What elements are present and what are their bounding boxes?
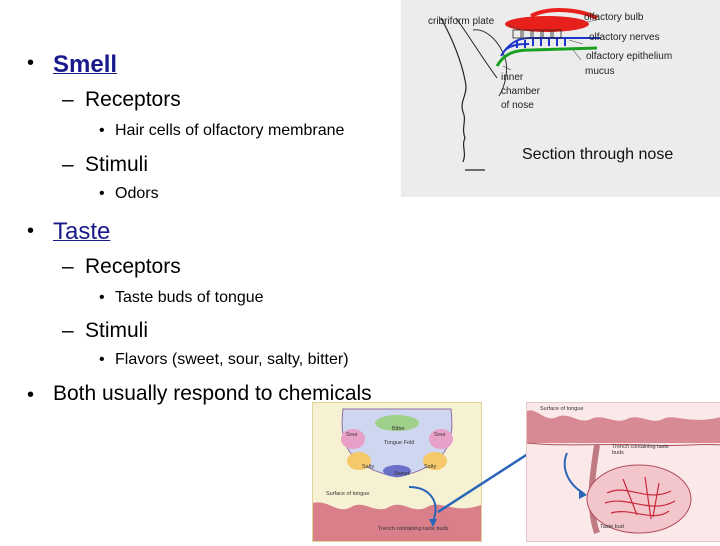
taste-receptors-label: Receptors xyxy=(85,255,181,278)
nose-section-svg xyxy=(440,8,601,171)
taste-heading[interactable]: Taste xyxy=(53,218,111,245)
zoom-arrow-curve xyxy=(408,486,437,522)
taste-stimuli-label: Stimuli xyxy=(85,319,149,342)
label-olfactory-bulb: olfactory bulb xyxy=(584,12,644,23)
bullet-dot: • xyxy=(99,122,105,139)
smell-stimuli-label: Stimuli xyxy=(85,153,149,176)
dash: – xyxy=(62,153,74,176)
smell-receptors-detail: Hair cells of olfactory membrane xyxy=(115,122,345,139)
olfactory-bulb-tail xyxy=(530,8,598,20)
tongue-label-salty-right: Salty xyxy=(424,464,437,470)
bullet-dot: • xyxy=(99,289,105,306)
label-leader-lines xyxy=(502,19,598,71)
nose-section-diagram xyxy=(401,0,720,197)
cribriform-plate-shape xyxy=(512,29,562,39)
tongue-label-sweet: Sweet xyxy=(394,471,410,477)
face-profile-outline xyxy=(440,17,467,163)
label-cribriform-plate: cribriform plate xyxy=(428,16,495,27)
tongue-label-sour-right: Sour xyxy=(434,432,446,438)
zoom-arrow-curve xyxy=(563,452,584,494)
taste-stimuli-detail: Flavors (sweet, sour, salty, bitter) xyxy=(115,351,349,368)
tongue-label-sour-left: Sour xyxy=(346,432,358,438)
bullet-dot: • xyxy=(27,384,35,406)
label-mucus: mucus xyxy=(585,66,615,77)
olfactory-epithelium-shape xyxy=(495,46,598,67)
bud-label-surface: Surface of tongue xyxy=(540,406,584,412)
tongue-label-salty-left: Salty xyxy=(362,464,375,470)
sour-right-zone xyxy=(429,429,453,449)
smell-stimuli-detail: Odors xyxy=(115,185,159,202)
label-olfactory-nerves: olfactory nerves xyxy=(589,32,660,43)
bullet-dot: • xyxy=(99,351,105,368)
zoom-arrow-head xyxy=(429,519,437,527)
taste-bud-cells xyxy=(604,476,676,520)
bullet-dot: • xyxy=(27,52,35,74)
tongue-label-bottom: Trench containing taste buds xyxy=(378,526,449,532)
olfactory-bulb-shape xyxy=(505,16,589,32)
dash: – xyxy=(62,255,74,278)
bullet-dot: • xyxy=(27,220,35,242)
tongue-label-bitter: Bitter xyxy=(392,426,405,432)
nose-section-caption: Section through nose xyxy=(522,146,674,163)
bullet-dot: • xyxy=(99,185,105,202)
bud-label-taste-bud: Taste bud xyxy=(600,524,624,530)
zoom-arrow-head xyxy=(579,489,587,499)
tongue-label-fold: Tongue Fold xyxy=(384,440,415,446)
label-inner-chamber-line1: inner xyxy=(501,72,524,83)
label-inner-chamber-line2: chamber xyxy=(501,86,540,97)
bitter-zone xyxy=(375,415,419,431)
taste-receptors-detail: Taste buds of tongue xyxy=(115,289,264,306)
tongue-label-surface: Surface of tongue xyxy=(326,491,370,497)
dash: – xyxy=(62,88,74,111)
smell-receptors-label: Receptors xyxy=(85,88,181,111)
salty-left-zone xyxy=(347,452,371,470)
taste-bud-diagram xyxy=(526,402,720,542)
label-inner-chamber-line3: of nose xyxy=(501,100,534,111)
label-olfactory-epithelium: olfactory epithelium xyxy=(586,51,673,62)
bud-label-trench: Trench containing taste buds xyxy=(612,444,669,456)
surface-edge xyxy=(526,442,720,447)
smell-heading[interactable]: Smell xyxy=(53,51,118,78)
salty-right-zone xyxy=(423,452,447,470)
sweet-zone xyxy=(383,465,411,477)
both-chemicals-text: Both usually respond to chemicals xyxy=(53,382,372,405)
sour-left-zone xyxy=(341,429,365,449)
dash: – xyxy=(62,319,74,342)
tongue-surface-papillae xyxy=(527,410,720,443)
taste-bud-svg xyxy=(526,410,720,534)
nasal-bone-outline xyxy=(455,17,498,79)
connector-arrow-line xyxy=(437,448,535,514)
taste-bud-shape xyxy=(586,464,692,534)
